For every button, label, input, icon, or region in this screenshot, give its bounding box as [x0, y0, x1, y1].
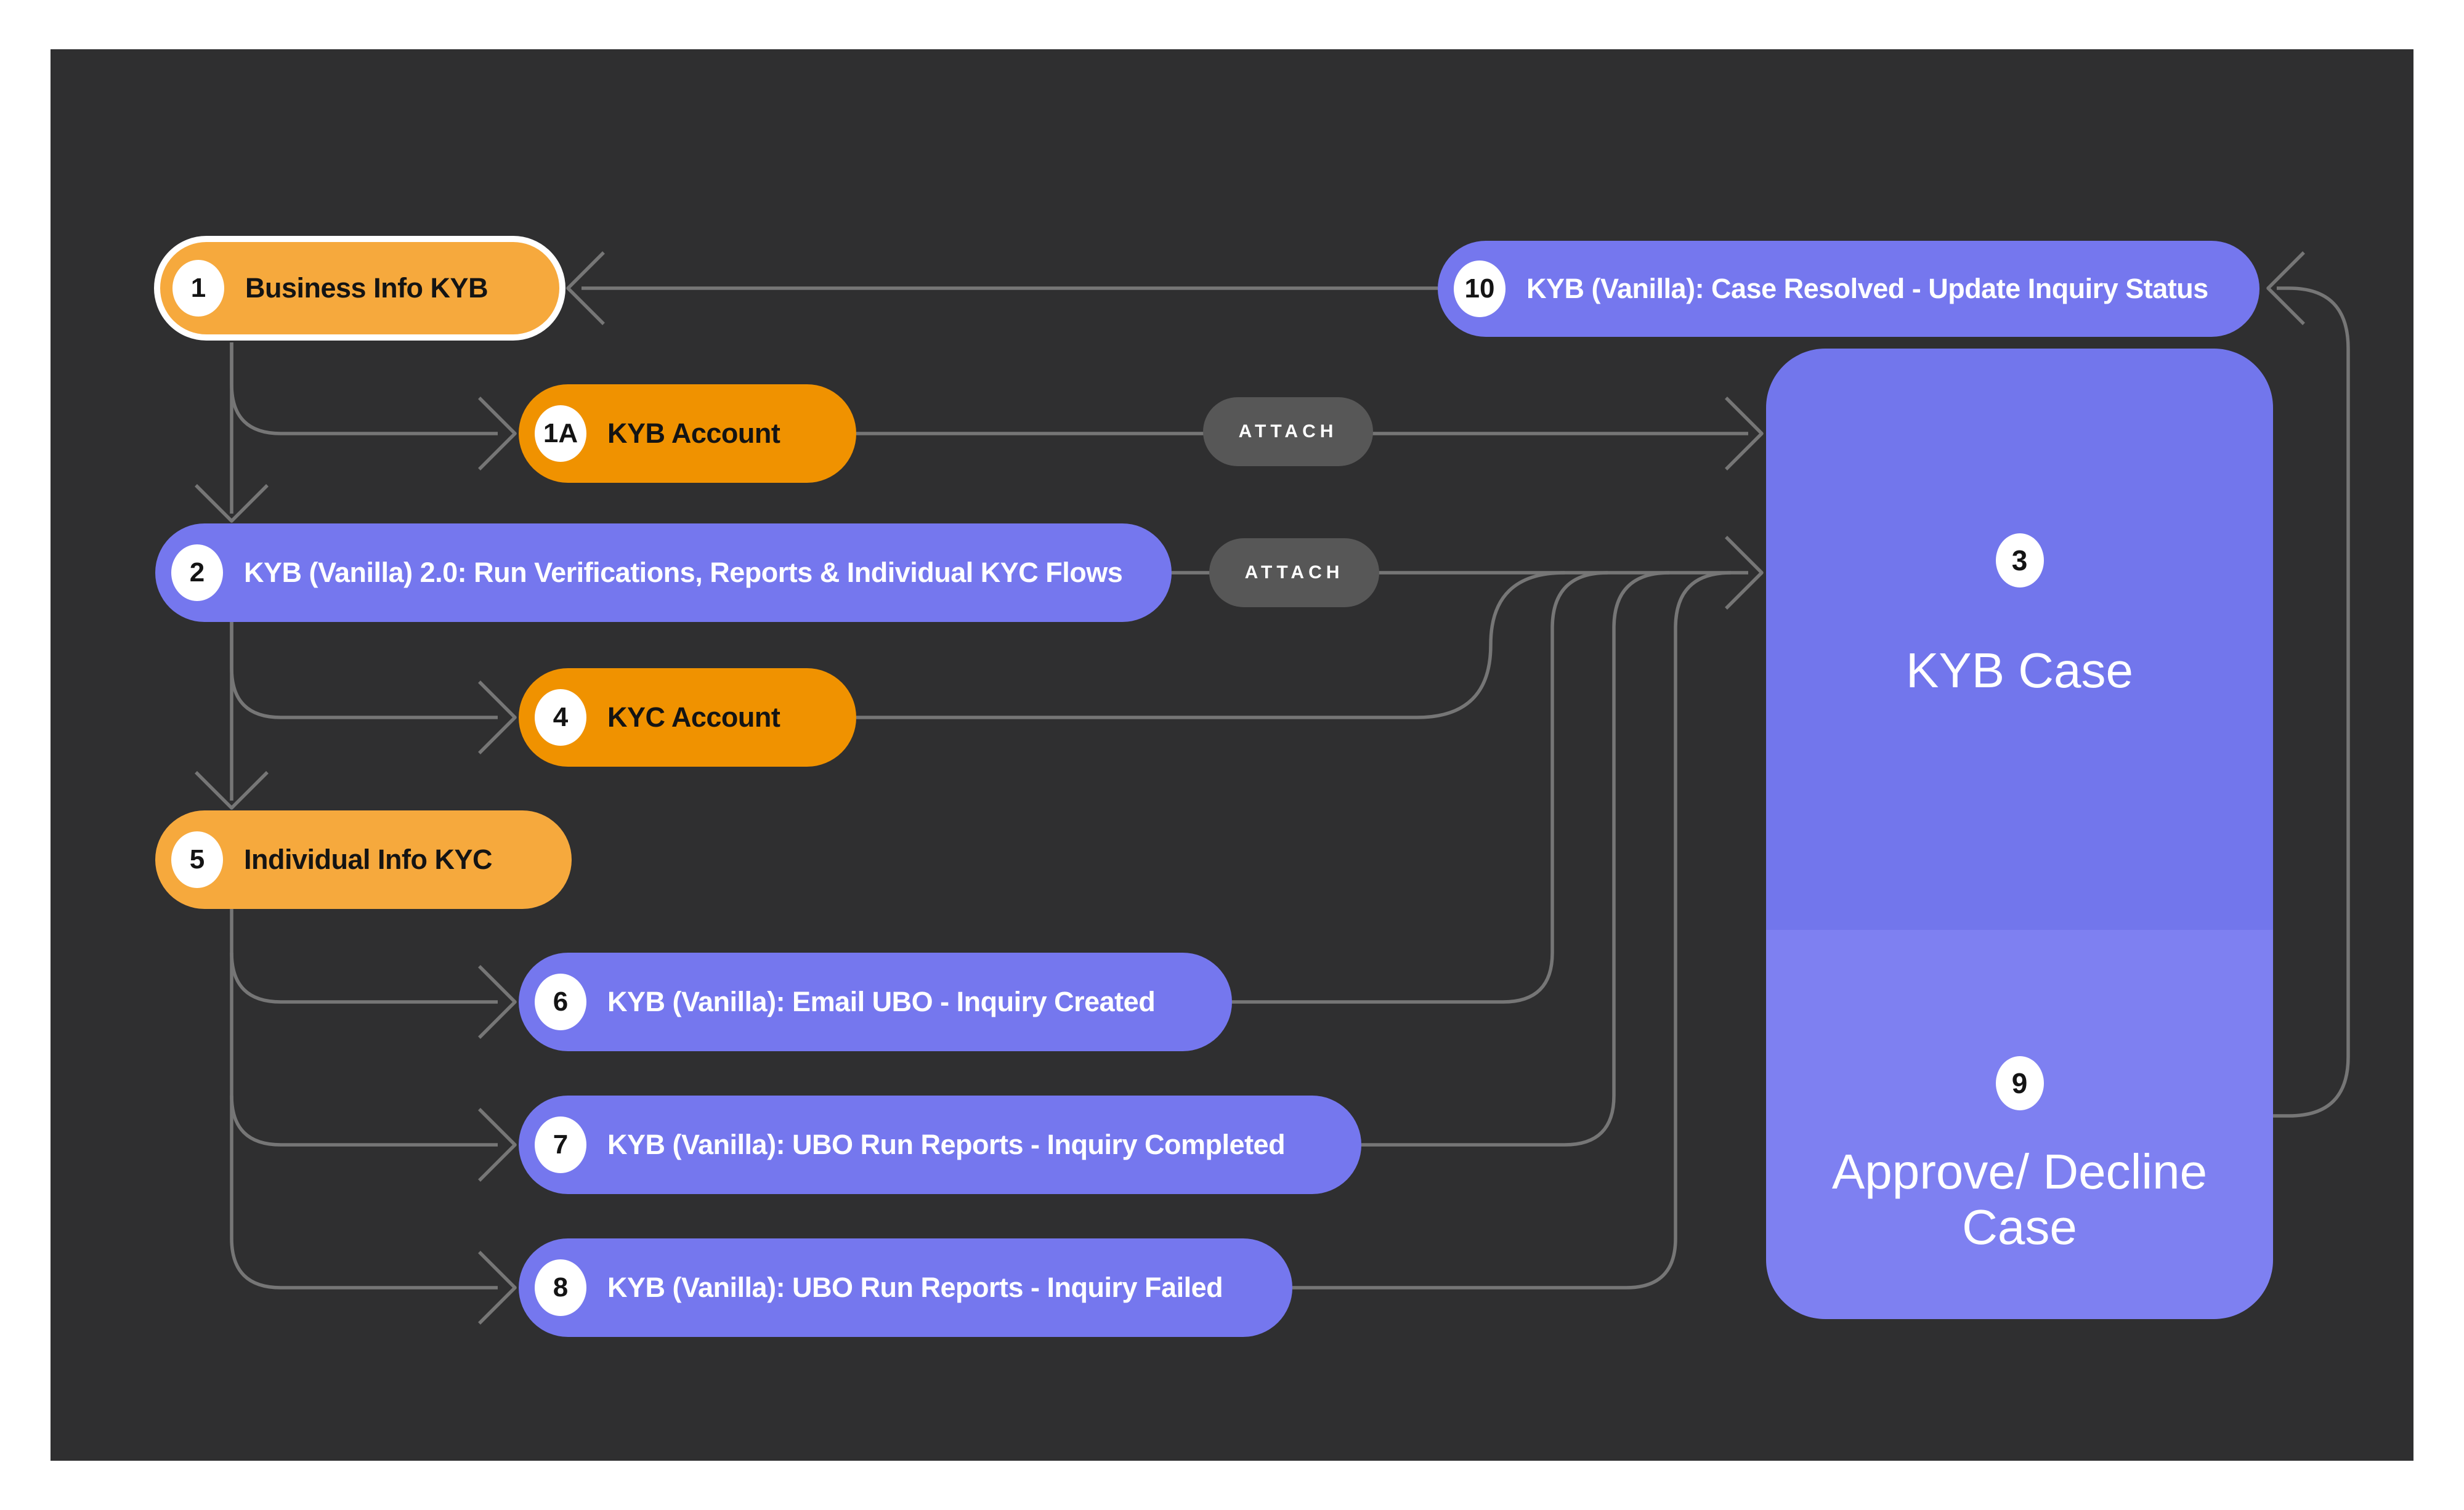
- edge-n4-to-bus: [856, 571, 1565, 719]
- step-badge: 10: [1454, 260, 1506, 317]
- node-kyb-account[interactable]: 1A KYB Account: [519, 384, 856, 483]
- kyb-case-section[interactable]: 3 KYB Case: [1766, 349, 2273, 930]
- arrow-into-n7-icon: [478, 1108, 517, 1182]
- attach-button-2[interactable]: ATTACH: [1209, 538, 1379, 607]
- node-ubo-run-reports-inquiry-completed[interactable]: 7 KYB (Vanilla): UBO Run Reports - Inqui…: [519, 1096, 1361, 1194]
- step-badge: 5: [171, 831, 223, 888]
- step-badge: 1: [172, 260, 224, 317]
- edge-n7-to-bus: [1361, 571, 1670, 1147]
- connectors: [195, 251, 2350, 1325]
- node-label: KYB Account: [607, 418, 780, 449]
- node-label: KYB (Vanilla): UBO Run Reports - Inquiry…: [607, 1272, 1223, 1303]
- step-badge: 4: [535, 689, 586, 746]
- node-label: KYB (Vanilla): Email UBO - Inquiry Creat…: [607, 986, 1156, 1017]
- node-label: KYB (Vanilla) 2.0: Run Verifications, Re…: [244, 557, 1123, 588]
- arrow-into-n8-icon: [478, 1251, 517, 1325]
- node-ubo-run-reports-inquiry-failed[interactable]: 8 KYB (Vanilla): UBO Run Reports - Inqui…: [519, 1238, 1292, 1337]
- kyb-case-title: KYB Case: [1905, 643, 2134, 698]
- node-individual-info-kyc[interactable]: 5 Individual Info KYC: [155, 810, 572, 909]
- step-badge: 7: [535, 1116, 586, 1173]
- node-label: Business Info KYB: [245, 272, 488, 304]
- kyb-case-box: 3 KYB Case 9 Approve/ Decline Case: [1766, 349, 2273, 1319]
- step-badge: 9: [1995, 1056, 2044, 1110]
- node-label: KYB (Vanilla): Case Resolved - Update In…: [1526, 273, 2208, 304]
- node-kyb-vanilla-run-verifications[interactable]: 2 KYB (Vanilla) 2.0: Run Verifications, …: [155, 523, 1172, 622]
- arrow-into-n5-icon: [195, 771, 269, 810]
- node-label: KYC Account: [607, 701, 780, 733]
- step-badge: 6: [535, 974, 586, 1030]
- arrow-into-n4-icon: [478, 680, 517, 754]
- node-label: KYB (Vanilla): UBO Run Reports - Inquiry…: [607, 1129, 1286, 1160]
- arrow-into-n1a-icon: [478, 397, 517, 470]
- arrow-into-box-top-icon: [1725, 397, 1764, 470]
- edge-n1-to-n1a: [230, 342, 498, 435]
- node-email-ubo-inquiry-created[interactable]: 6 KYB (Vanilla): Email UBO - Inquiry Cre…: [519, 953, 1232, 1051]
- step-badge: 2: [171, 544, 223, 601]
- node-business-info-kyb[interactable]: 1 Business Info KYB: [154, 236, 565, 341]
- node-label: Individual Info KYC: [244, 844, 493, 875]
- edge-n8-to-bus: [1292, 571, 1732, 1290]
- attach-button-1[interactable]: ATTACH: [1203, 397, 1373, 466]
- arrow-into-n10-icon: [2266, 251, 2305, 325]
- edge-n6-to-bus: [1232, 571, 1608, 1004]
- approve-decline-section[interactable]: 9 Approve/ Decline Case: [1766, 930, 2273, 1319]
- step-badge: 3: [1995, 533, 2044, 587]
- edge-box-to-n10: [2273, 286, 2350, 1118]
- edge-n5-to-n6: [230, 952, 498, 1004]
- arrow-into-box-bus-icon: [1725, 536, 1764, 610]
- edge-n5-to-n7: [230, 1095, 498, 1147]
- node-kyc-account[interactable]: 4 KYC Account: [519, 668, 856, 767]
- arrow-into-n2-icon: [195, 484, 269, 523]
- arrow-into-n1-icon: [566, 251, 605, 325]
- arrow-into-n6-icon: [478, 965, 517, 1039]
- step-badge: 1A: [535, 405, 586, 462]
- node-case-resolved-update-inquiry-status[interactable]: 10 KYB (Vanilla): Case Resolved - Update…: [1438, 241, 2259, 337]
- approve-decline-title: Approve/ Decline Case: [1831, 1144, 2208, 1254]
- edge-n5-to-n8: [230, 1238, 498, 1290]
- edge-n2-to-n4: [230, 622, 498, 719]
- step-badge: 8: [535, 1259, 586, 1316]
